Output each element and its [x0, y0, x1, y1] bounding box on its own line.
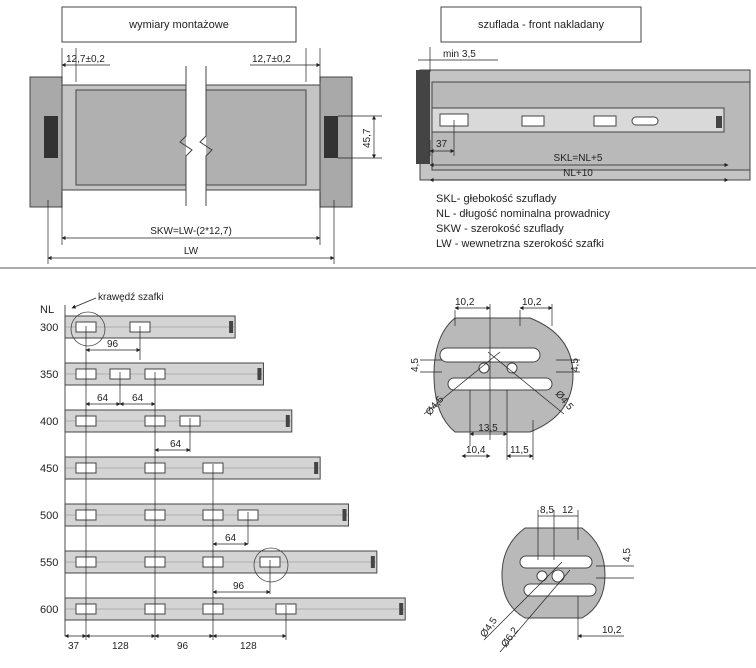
break-line-right: [199, 66, 213, 206]
detail-upper-w2: 10,2: [522, 297, 542, 308]
skw-formula: SKW=LW-(2*12,7): [150, 226, 232, 237]
rail-end-stop: [399, 603, 404, 615]
dim-left-12-7: 12,7±0,2: [66, 54, 105, 65]
detail-upper-h-right: 4,5: [570, 358, 581, 372]
detail-upper: 10,2 10,2 4,5 4,5 Ø4,5 Ø4,5 13,5 10,4 11…: [410, 297, 581, 460]
legend-lw: LW - wewnetrzna szerokość szafki: [436, 238, 604, 250]
rail-list: 300 350 400 450 500 550 600: [40, 315, 406, 621]
dim-right-12-7: 12,7±0,2: [252, 54, 291, 65]
nl-value-600: 600: [40, 604, 58, 616]
detail-upper-span: 13,5: [478, 423, 498, 434]
title-box: [61, 6, 297, 43]
rail-end-stop: [342, 509, 347, 521]
dim-96-300: 96: [107, 339, 119, 350]
detail-upper-h-left: 4,5: [410, 358, 421, 372]
title-box-front: [440, 6, 642, 43]
rail-end-stop: [257, 368, 262, 380]
drawer-front-panel: [416, 70, 430, 164]
lw-label: LW: [184, 246, 199, 257]
dim-64-350b: 64: [132, 393, 144, 404]
rail-end-stop: [370, 556, 375, 568]
nl-value-400: 400: [40, 416, 58, 428]
detail-upper-w1: 10,2: [455, 297, 475, 308]
dim-height-45-7: 45,7: [362, 128, 373, 148]
legend-nl: NL - długość nominalna prowadnicy: [436, 208, 610, 220]
detail-upper-b-right: 11,5: [510, 445, 529, 456]
rail-end-stop: [314, 462, 319, 474]
nl10-formula: NL+10: [563, 168, 593, 179]
skl-formula: SKL=NL+5: [554, 153, 603, 164]
detail-lower: 8,5 12 4,5 Ø4,5 Ø6,2 10,2: [478, 505, 634, 653]
title-front: szuflada - front nakladany: [478, 19, 604, 31]
dim-64-400: 64: [170, 439, 182, 450]
dim-37-front: 37: [436, 139, 448, 150]
break-line-left: [179, 66, 193, 206]
drawer-front-view: szuflada - front nakladany min 3,5 37 SK…: [416, 6, 751, 250]
detail-lower-b: 10,2: [602, 625, 622, 636]
rail-end-stop: [285, 415, 290, 427]
dim-96-550: 96: [233, 581, 245, 592]
dim-64-500: 64: [225, 533, 237, 544]
rail-end-stop: [229, 321, 234, 333]
detail-lower-h: 4,5: [622, 548, 633, 562]
title-mounting: wymiary montażowe: [128, 19, 229, 31]
nl-value-450: 450: [40, 463, 58, 475]
bottom-dim-96: 96: [177, 641, 189, 652]
detail-upper-plate: [433, 317, 574, 433]
nl-header: NL: [40, 304, 54, 316]
bottom-dim-37: 37: [68, 641, 80, 652]
dim-64-350a: 64: [97, 393, 109, 404]
legend-skw: SKW - szerokość szuflady: [436, 223, 564, 235]
min-3-5-label: min 3,5: [443, 49, 476, 60]
break-gap: [186, 66, 206, 206]
legend-skl: SKL- głebokość szuflady: [436, 193, 557, 205]
slide-left: [44, 116, 58, 158]
edge-label: krawędź szafki: [98, 292, 164, 303]
mounting-dimensions-view: wymiary montażowe 12,7±0,2 12,7±0,2 45,7: [29, 6, 382, 264]
bottom-dim-128a: 128: [112, 641, 129, 652]
slide-right: [324, 116, 338, 158]
nl-value-300: 300: [40, 322, 58, 334]
nl-value-350: 350: [40, 369, 58, 381]
rail-side-view: [431, 107, 725, 133]
rail-lengths-view: NL krawędź szafki 300350400450500550600 …: [40, 292, 406, 652]
detail-lower-w1: 8,5: [540, 505, 554, 516]
detail-lower-dia2: Ø6,2: [499, 625, 521, 649]
nl-value-500: 500: [40, 510, 58, 522]
detail-upper-b-left: 10,4: [466, 445, 486, 456]
detail-lower-w2: 12: [562, 505, 574, 516]
nl-value-550: 550: [40, 557, 58, 569]
bottom-dim-128b: 128: [240, 641, 257, 652]
